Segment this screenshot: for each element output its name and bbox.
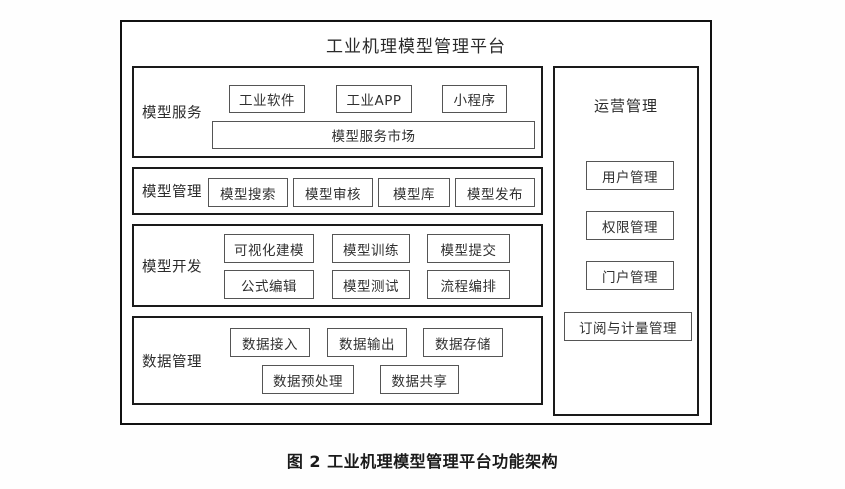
capability-row-body: 可视化建模 模型训练 模型提交 公式编辑 模型测试 流程编排 xyxy=(212,226,535,305)
node-subscription-metering-management[interactable]: 订阅与计量管理 xyxy=(564,312,692,341)
node-model-review[interactable]: 模型审核 xyxy=(293,178,373,207)
node-model-service-market[interactable]: 模型服务市场 xyxy=(212,121,535,149)
node-formula-editing[interactable]: 公式编辑 xyxy=(224,270,314,299)
platform-outer-frame: 工业机理模型管理平台 模型服务 工业软件 工业APP 小程序 模型服务市场 模型… xyxy=(120,20,712,425)
capability-row-body: 数据接入 数据输出 数据存储 数据预处理 数据共享 xyxy=(212,318,535,403)
node-model-repository[interactable]: 模型库 xyxy=(378,178,450,207)
capability-row-model-management: 模型管理 模型搜索 模型审核 模型库 模型发布 xyxy=(132,167,543,215)
platform-title: 工业机理模型管理平台 xyxy=(326,37,506,57)
operations-panel-title: 运营管理 xyxy=(593,97,658,115)
node-data-sharing[interactable]: 数据共享 xyxy=(380,365,459,394)
node-industrial-software[interactable]: 工业软件 xyxy=(229,85,305,113)
capability-row-model-service: 模型服务 工业软件 工业APP 小程序 模型服务市场 xyxy=(132,66,543,158)
node-portal-management[interactable]: 门户管理 xyxy=(586,261,674,290)
node-model-submit[interactable]: 模型提交 xyxy=(427,234,510,263)
capability-row-model-development: 模型开发 可视化建模 模型训练 模型提交 公式编辑 模型测试 流程编排 xyxy=(132,224,543,307)
capability-column: 模型服务 工业软件 工业APP 小程序 模型服务市场 模型管理 模型搜索 模型审… xyxy=(132,66,543,416)
node-visual-modeling[interactable]: 可视化建模 xyxy=(224,234,314,263)
node-model-publish[interactable]: 模型发布 xyxy=(455,178,535,207)
capability-row-label: 模型服务 xyxy=(142,105,202,122)
capability-row-body: 工业软件 工业APP 小程序 模型服务市场 xyxy=(212,68,535,156)
capability-row-data-management: 数据管理 数据接入 数据输出 数据存储 数据预处理 数据共享 xyxy=(132,316,543,405)
node-model-training[interactable]: 模型训练 xyxy=(332,234,410,263)
node-data-output[interactable]: 数据输出 xyxy=(327,328,407,357)
capability-row-label: 模型开发 xyxy=(142,259,202,275)
operations-panel: 运营管理 用户管理 权限管理 门户管理 订阅与计量管理 xyxy=(553,66,699,416)
node-user-management[interactable]: 用户管理 xyxy=(586,161,674,190)
node-process-orchestration[interactable]: 流程编排 xyxy=(427,270,510,299)
node-mini-program[interactable]: 小程序 xyxy=(442,85,507,113)
node-industrial-app[interactable]: 工业APP xyxy=(336,85,412,113)
capability-row-label: 数据管理 xyxy=(142,354,202,370)
node-model-search[interactable]: 模型搜索 xyxy=(208,178,288,207)
node-model-testing[interactable]: 模型测试 xyxy=(332,270,410,299)
node-data-ingestion[interactable]: 数据接入 xyxy=(230,328,310,357)
capability-row-body: 模型搜索 模型审核 模型库 模型发布 xyxy=(208,169,535,213)
node-data-storage[interactable]: 数据存储 xyxy=(423,328,503,357)
node-data-preprocessing[interactable]: 数据预处理 xyxy=(262,365,354,394)
node-permission-management[interactable]: 权限管理 xyxy=(586,211,674,240)
figure-caption: 图 2 工业机理模型管理平台功能架构 xyxy=(286,452,559,471)
capability-row-label: 模型管理 xyxy=(142,184,202,201)
